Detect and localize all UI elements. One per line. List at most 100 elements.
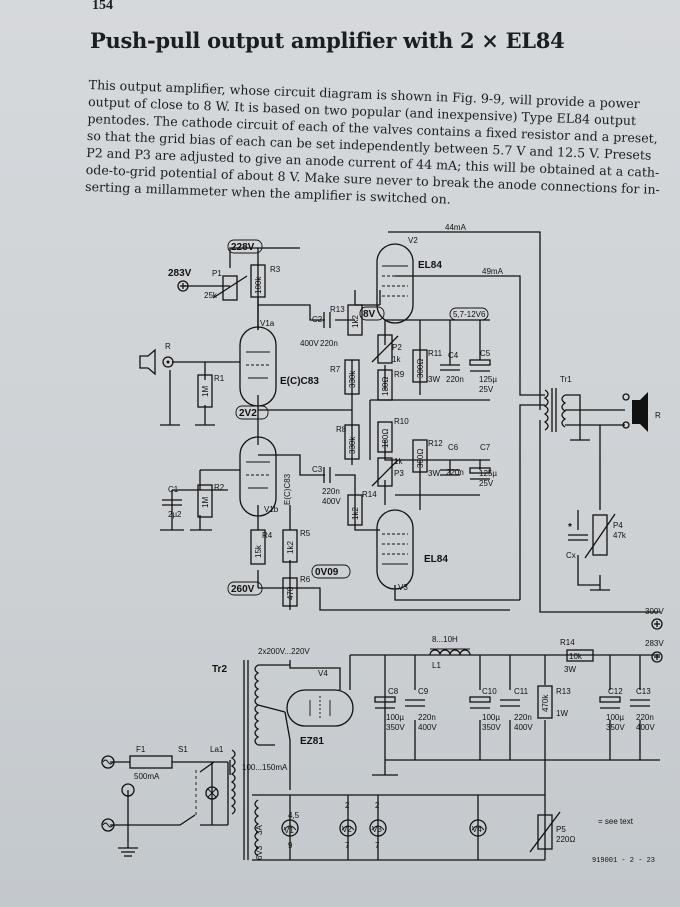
label-v4: V4	[318, 669, 328, 678]
label-r12-watt: 3W	[428, 469, 440, 478]
see-text-note: = see text	[598, 817, 634, 826]
label-r9: R9	[394, 370, 405, 379]
resistor-r12	[412, 439, 428, 473]
mains-plug	[101, 755, 135, 832]
label-r7: R7	[330, 365, 341, 374]
label-p3: P3	[394, 469, 404, 478]
label-r12: R12	[428, 439, 443, 448]
capacitors-amplifier	[162, 312, 588, 541]
label-c12-voltage: 350V	[606, 723, 625, 732]
figure-code: 919001 - 2 - 23	[592, 857, 655, 865]
resistor-r10	[377, 421, 393, 453]
label-heater-2a: 2	[345, 801, 350, 810]
lamp-la1	[205, 786, 219, 800]
label-c3-voltage: 400V	[322, 497, 341, 506]
label-heater-v3: V3	[372, 825, 382, 834]
label-c5-voltage: 25V	[479, 385, 494, 394]
resistor-r11	[412, 349, 428, 383]
resistor-r9	[377, 369, 393, 401]
label-p4: P4	[613, 521, 623, 530]
label-r14a: R14	[362, 490, 377, 499]
resistor-r4	[250, 529, 266, 565]
voltage-labels	[227, 239, 663, 663]
label-v2: V2	[408, 236, 418, 245]
label-c2: C2	[312, 315, 323, 324]
label-2v2: 2V2	[239, 408, 257, 419]
choke-l1	[429, 648, 471, 656]
label-cx: Cx	[566, 551, 576, 560]
label-heater-9: 9	[288, 841, 293, 850]
label-la1: La1	[210, 745, 224, 754]
label-r13b-watt: 1W	[556, 709, 568, 718]
label-c7-voltage: 25V	[479, 479, 494, 488]
label-r10: R10	[394, 417, 409, 426]
label-p1: P1	[212, 269, 222, 278]
label-283v: 283V	[168, 268, 192, 279]
label-c8-value: 100µ	[386, 713, 404, 722]
page-number: 154	[92, 0, 113, 13]
label-c11-value: 220n	[514, 713, 532, 722]
power-transformer-tr2	[230, 660, 290, 860]
label-r11-value: 300Ω	[416, 359, 425, 378]
label-r8-value: 330k	[348, 436, 357, 454]
label-c11-voltage: 400V	[514, 723, 533, 732]
valve-v1a	[239, 326, 277, 407]
label-5-7-12v6: 5,7-12V6	[453, 310, 486, 319]
label-c12-value: 100µ	[606, 713, 624, 722]
label-s1: S1	[178, 745, 188, 754]
label-49ma: 49mA	[482, 267, 504, 276]
label-c13-voltage: 400V	[636, 723, 655, 732]
label-heater-7b: 7	[375, 841, 380, 850]
input-connector	[139, 280, 189, 376]
resistor-r13b	[537, 685, 553, 719]
label-c12: C12	[608, 687, 623, 696]
label-228v: 228V	[231, 242, 255, 253]
label-heater-v2: V2	[342, 825, 352, 834]
label-c9-value: 220n	[418, 713, 436, 722]
label-f1: F1	[136, 745, 146, 754]
label-p2: P2	[392, 343, 402, 352]
rectifier-valve-v4	[286, 689, 354, 727]
label-output-r: R	[655, 411, 661, 420]
label-6v3: 6V3	[255, 845, 264, 860]
label-r2: R2	[214, 483, 225, 492]
wiring-amplifier	[160, 231, 660, 613]
label-tr2: Tr2	[212, 664, 227, 675]
resistor-r5	[282, 529, 298, 563]
heater-filaments	[281, 819, 487, 837]
label-tr1: Tr1	[560, 375, 572, 384]
label-p1-value: 25k	[204, 291, 218, 300]
label-v1b-type: E(C)C83	[283, 473, 292, 505]
label-r13b: R13	[556, 687, 571, 696]
label-r14b-watt: 3W	[564, 665, 576, 674]
resistor-r3	[250, 264, 266, 298]
label-r13-value: 1k2	[351, 315, 360, 328]
wiring-power-supply	[110, 654, 660, 861]
label-c3: C3	[312, 465, 323, 474]
label-r8: R8	[336, 425, 347, 434]
label-r6-value: 470	[286, 586, 295, 600]
resistor-r14b	[566, 649, 594, 662]
label-c6-value: 220n	[446, 468, 464, 477]
preset-p5	[537, 814, 553, 850]
label-c10: C10	[482, 687, 497, 696]
label-r11-watt: 3W	[428, 375, 440, 384]
label-r6: R6	[300, 575, 311, 584]
label-v2-type: EL84	[418, 260, 442, 271]
fuse-f1	[129, 755, 173, 769]
label-l1-value: 8...10H	[432, 635, 458, 644]
resistor-r6	[282, 577, 298, 607]
label-heater-v4: V4	[472, 825, 482, 834]
label-100-150ma: 100...150mA	[242, 763, 288, 772]
label-p5-value: 220Ω	[556, 835, 575, 844]
label-c5: C5	[480, 349, 491, 358]
label-input-r: R	[165, 342, 171, 351]
page-title: Push-pull output amplifier with 2 × EL84	[90, 28, 565, 53]
valve-v3	[376, 509, 414, 590]
resistors-amplifier	[197, 264, 616, 607]
label-r1-value: 1M	[201, 386, 210, 397]
label-c2-value: 220n	[320, 339, 338, 348]
label-v3: V3	[398, 583, 408, 592]
